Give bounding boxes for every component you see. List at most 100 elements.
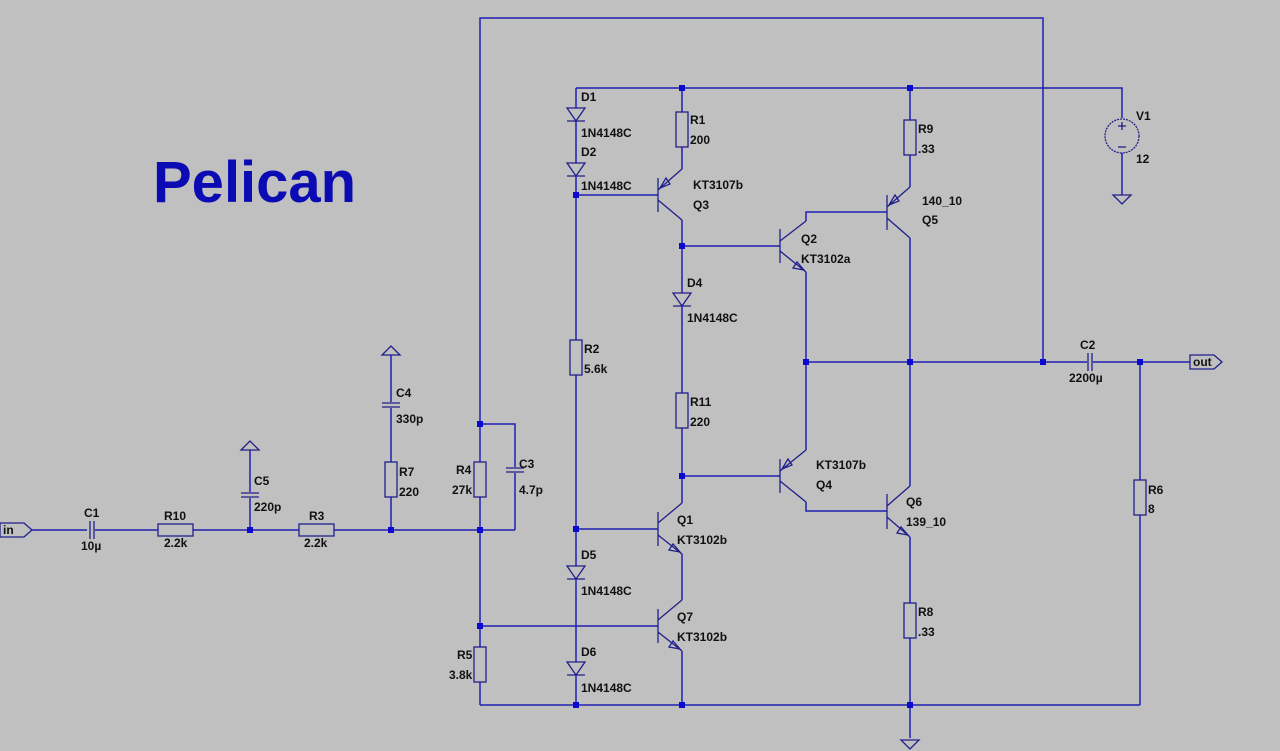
component-ref: D5 xyxy=(581,548,597,562)
component-ref: R11 xyxy=(690,395,712,409)
wire xyxy=(480,423,516,467)
diode-D6[interactable]: D6 1N4148C xyxy=(565,645,632,695)
component-value: 1N4148C xyxy=(687,311,738,325)
resistor-R2[interactable]: R2 5.6k xyxy=(569,339,608,376)
ground-icon xyxy=(380,345,402,356)
resistor-R11[interactable]: R11 220 xyxy=(675,392,712,429)
resistor-body xyxy=(903,602,917,639)
transistor-Q7[interactable]: Q7 KT3102b xyxy=(657,599,727,652)
resistor-R1[interactable]: R1 200 xyxy=(675,111,710,148)
component-value: 1N4148C xyxy=(581,584,632,598)
component-ref: R9 xyxy=(918,122,934,136)
transistor-emitter xyxy=(779,250,807,273)
transistor-Q3[interactable]: KT3107b Q3 xyxy=(657,168,743,221)
junction-dot xyxy=(679,702,685,708)
component-ref: R7 xyxy=(399,465,415,479)
resistor-R6[interactable]: R6 8 xyxy=(1133,479,1164,516)
transistor-Q1[interactable]: Q1 KT3102b xyxy=(657,502,727,555)
component-value: 8 xyxy=(1148,502,1155,516)
resistor-R9[interactable]: R9 .33 xyxy=(903,119,935,156)
resistor-R8[interactable]: R8 .33 xyxy=(903,602,935,639)
junction-dot xyxy=(573,702,579,708)
component-ref: D2 xyxy=(581,145,597,159)
resistor-body xyxy=(384,461,398,498)
component-ref: Q6 xyxy=(906,495,922,509)
emitter-arrow-icon xyxy=(887,193,900,207)
junction-dot xyxy=(247,527,253,533)
resistor-R10[interactable]: R10 2.2k xyxy=(157,509,194,550)
component-ref: Q2 xyxy=(801,232,817,246)
component-value: 2.2k xyxy=(164,536,188,550)
component-ref: D1 xyxy=(581,90,597,104)
component-value: KT3102b xyxy=(677,630,727,644)
component-value: 1N4148C xyxy=(581,681,632,695)
voltage-source-V1[interactable]: V1 12 xyxy=(1104,109,1151,166)
resistor-R4[interactable]: R4 27k xyxy=(452,461,487,498)
capacitor-C5[interactable]: C5 220p xyxy=(241,474,281,514)
component-value: 139_10 xyxy=(906,515,946,529)
transistor-Q6[interactable]: Q6 139_10 xyxy=(886,485,946,538)
resistor-R3[interactable]: R3 2.2k xyxy=(298,509,335,550)
emitter-arrow-icon xyxy=(780,457,793,471)
capacitor-C2[interactable]: C2 2200µ xyxy=(1069,338,1103,385)
transistor-emitter xyxy=(657,534,683,555)
component-ref: C5 xyxy=(254,474,270,488)
emitter-arrow-icon xyxy=(791,260,806,271)
diode-D5[interactable]: D5 1N4148C xyxy=(565,548,632,598)
input-port[interactable]: in xyxy=(0,522,33,538)
component-ref: Q5 xyxy=(922,213,938,227)
resistor-body xyxy=(569,339,583,376)
resistor-body xyxy=(298,523,335,537)
component-ref: Q4 xyxy=(816,478,832,492)
component-ref: R6 xyxy=(1148,483,1164,497)
port-flag xyxy=(0,522,33,538)
component-value: .33 xyxy=(918,625,935,639)
junction-dot xyxy=(1137,359,1143,365)
transistor-Q2[interactable]: Q2 KT3102a xyxy=(779,220,851,273)
wires xyxy=(32,17,1190,738)
capacitor-C1[interactable]: C1 10µ xyxy=(81,506,101,553)
component-value: KT3107b xyxy=(816,458,866,472)
wire-supply-rail xyxy=(576,87,1123,118)
port-flag xyxy=(1189,354,1223,370)
component-ref: D6 xyxy=(581,645,597,659)
component-value: KT3102b xyxy=(677,533,727,547)
emitter-arrow-icon xyxy=(658,176,671,190)
component-value: 2.2k xyxy=(304,536,328,550)
component-value: 12 xyxy=(1136,152,1150,166)
component-value: 1N4148C xyxy=(581,179,632,193)
transistor-Q4[interactable]: KT3107b Q4 xyxy=(779,449,866,503)
emitter-arrow-icon xyxy=(667,639,682,650)
component-value: 3.8k xyxy=(449,668,473,682)
junction-dot xyxy=(388,527,394,533)
transistor-Q5[interactable]: 140_10 Q5 xyxy=(886,186,962,239)
output-port[interactable]: out xyxy=(1189,354,1223,370)
diode-D1[interactable]: D1 1N4148C xyxy=(565,90,632,140)
diode-icon xyxy=(565,162,587,178)
component-ref: R10 xyxy=(164,509,186,523)
resistor-body xyxy=(1133,479,1147,516)
component-ref: Q1 xyxy=(677,513,693,527)
capacitor-C3[interactable]: C3 4.7p xyxy=(506,457,543,497)
component-ref: V1 xyxy=(1136,109,1151,123)
resistor-body xyxy=(675,111,689,148)
junction-dot xyxy=(679,473,685,479)
component-value: KT3107b xyxy=(693,178,743,192)
resistor-R5[interactable]: R5 3.8k xyxy=(449,646,487,683)
component-value: 5.6k xyxy=(584,362,608,376)
junctions xyxy=(247,85,1143,708)
resistor-R7[interactable]: R7 220 xyxy=(384,461,419,499)
transistor-collector xyxy=(657,599,683,621)
transistor-collector xyxy=(657,502,683,524)
capacitor-C4[interactable]: C4 330p xyxy=(382,386,423,426)
component-value: 330p xyxy=(396,412,423,426)
diode-D2[interactable]: D2 1N4148C xyxy=(565,145,632,193)
component-value: .33 xyxy=(918,142,935,156)
component-value: 1N4148C xyxy=(581,126,632,140)
resistor-body xyxy=(473,461,487,498)
transistor-emitter xyxy=(657,631,683,652)
component-ref: C2 xyxy=(1080,338,1096,352)
diode-D4[interactable]: D4 1N4148C xyxy=(671,276,738,325)
voltage-source-icon xyxy=(1104,118,1140,154)
